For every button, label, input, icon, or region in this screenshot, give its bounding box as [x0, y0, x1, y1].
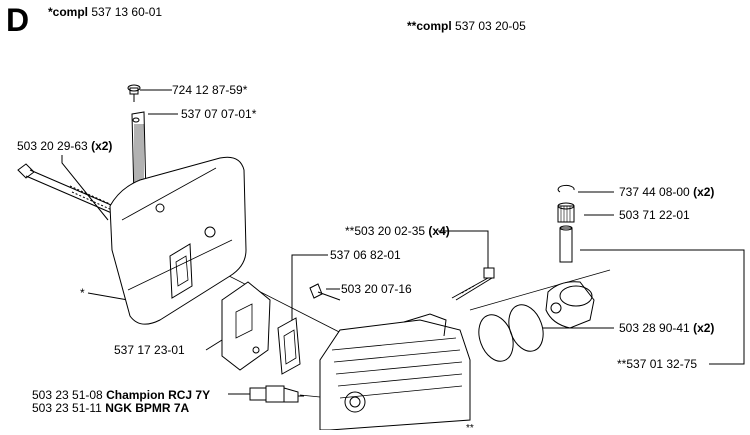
leader-bracket: [205, 339, 223, 351]
label-cyl-bolt: **503 20 02-35 (x4): [345, 224, 450, 238]
kit-a-number: 537 13 60-01: [91, 5, 163, 19]
label-screw-top: 724 12 87-59*: [172, 83, 248, 97]
cyl-bolt-part: [451, 267, 495, 301]
kit-b-prefix: **compl: [407, 19, 452, 33]
cylinder-part: [319, 313, 471, 430]
piston-rings-part: [478, 304, 544, 362]
corner-marker: **: [466, 423, 474, 434]
label-strap: 537 07 07-01*: [181, 107, 257, 121]
muffler-part: [109, 156, 247, 325]
leader-long-bolt: [61, 155, 109, 221]
long-bolt-part: [17, 163, 119, 215]
leader-muffler: [87, 292, 129, 301]
leader-cyl-bolt: [438, 230, 489, 268]
kit-a-prefix: *compl: [48, 5, 89, 19]
label-cyl-screw: 503 20 07-16: [341, 282, 412, 296]
screw-top-part: [127, 84, 141, 102]
gasket-part: [277, 317, 301, 375]
kit-header-a: *compl 537 13 60-01: [48, 6, 162, 19]
label-piston-kit: **537 01 32-75: [617, 357, 698, 371]
kit-b-number: 537 03 20-05: [455, 19, 526, 33]
label-long-bolt: 503 20 29-63 (x2): [17, 139, 113, 153]
bracket-part: [221, 281, 271, 371]
cyl-screw-part: [309, 283, 341, 301]
label-circlip: 737 44 08-00 (x2): [619, 185, 715, 199]
section-letter: D: [6, 2, 30, 38]
bearing-part: [557, 202, 575, 223]
spark-plug-part: [249, 385, 304, 403]
axis-piston: [469, 269, 611, 311]
label-spark-plug-2: 503 23 51-11 NGK BPMR 7A: [32, 401, 190, 415]
leader-gasket: [291, 254, 328, 320]
piston-pin-part: [559, 225, 573, 263]
label-spark-plug-1: 503 23 51-08 Champion RCJ 7Y: [32, 388, 211, 402]
label-bracket: 537 17 23-01: [114, 343, 185, 357]
piston-part: [545, 281, 595, 329]
kit-header-b: **compl 537 03 20-05: [407, 20, 526, 33]
circlip-part: [557, 184, 575, 193]
label-gasket: 537 06 82-01: [330, 248, 401, 262]
label-piston-rings: 503 28 90-41 (x2): [619, 321, 715, 335]
label-bearing: 503 71 22-01: [619, 208, 690, 222]
leader-piston-kit: [580, 249, 745, 365]
label-muffler: *: [80, 286, 85, 300]
